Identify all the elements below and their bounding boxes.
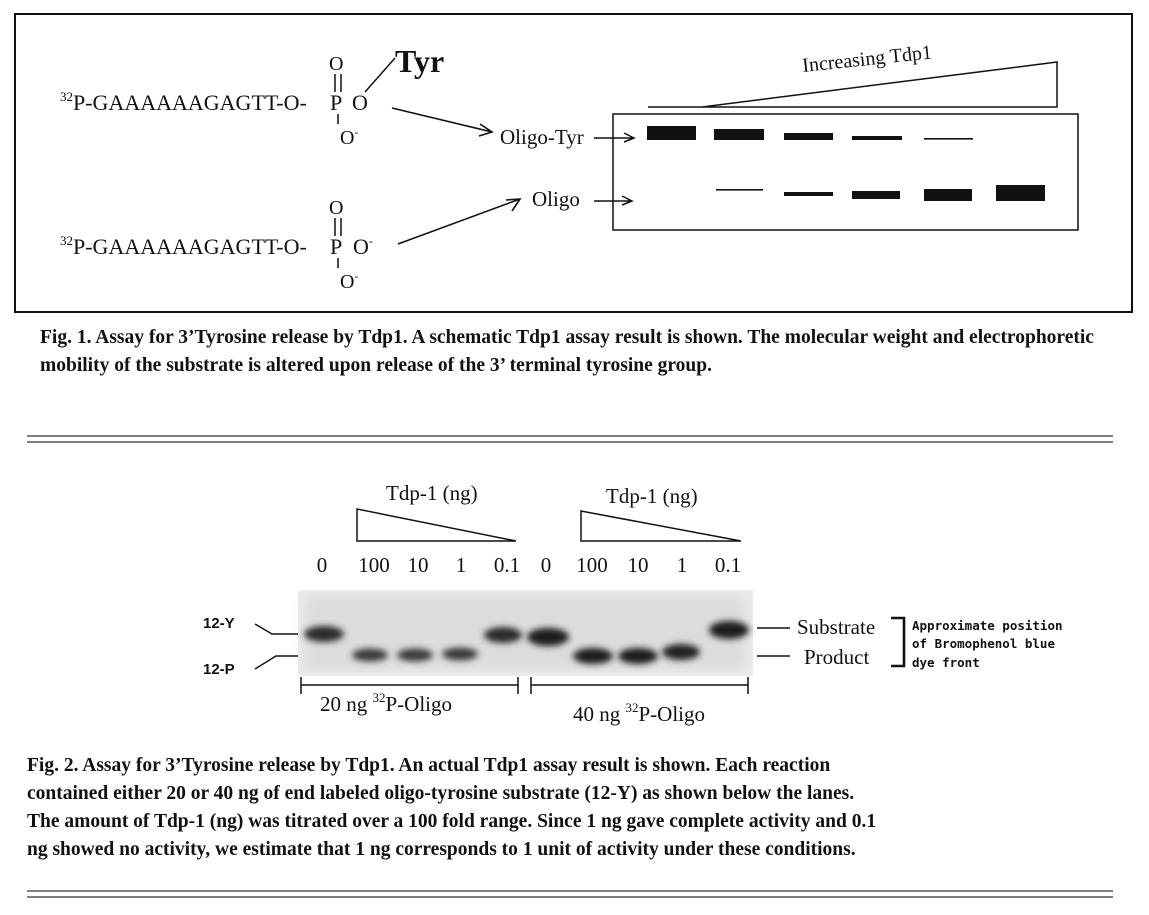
lane-label-left-5: 0.1 [494, 553, 520, 577]
fig2-caption-line-2: contained either 20 or 40 ng of end labe… [27, 783, 855, 804]
lane-label-left-1: 0 [317, 553, 328, 577]
product-arrow [397, 198, 522, 245]
lane-label-right-4: 1 [677, 553, 688, 577]
fig2-caption: Fig. 2. Assay for 3’Tyrosine release by … [27, 752, 1117, 864]
fig1-schematic: 32P-GAAAAAAGAGTT-O- P O O O- Tyr 32P-GAA… [60, 41, 1079, 293]
schematic-gel [612, 113, 1079, 231]
oligo-tyr-label-arrow [594, 132, 636, 143]
dye-front-note-line-1: Approximate position [912, 618, 1063, 633]
oligo-band-6 [996, 185, 1045, 201]
fig2-caption-line-4: ng showed no activity, we estimate that … [27, 839, 856, 860]
gel-band-substrate-lane-1 [304, 626, 344, 642]
substrate-label: Substrate [797, 615, 875, 639]
wedge-left [356, 508, 517, 542]
gel-band-product-lane-4 [442, 647, 478, 661]
lane-label-right-2: 100 [576, 553, 608, 577]
oligo-tyr-label: Oligo-Tyr [500, 125, 584, 149]
gel-band-substrate-lane-10 [709, 621, 749, 639]
dye-front-bracket [891, 616, 906, 668]
gel-band-product-lane-3 [397, 648, 433, 662]
fig2-caption-line-1: Fig. 2. Assay for 3’Tyrosine release by … [27, 755, 831, 776]
oligo-band-4 [852, 191, 900, 199]
group-label-right: 40 ng 32P-Oligo [573, 700, 705, 726]
lane-label-right-1: 0 [541, 553, 552, 577]
substrate-phosphorus: P [330, 90, 342, 115]
group-label-left: 20 ng 32P-Oligo [320, 690, 452, 716]
fig1-caption: Fig. 1. Assay for 3’Tyrosine release by … [40, 327, 1094, 376]
oligo-tyr-band-5 [924, 138, 973, 140]
substrate-arrow [391, 107, 494, 137]
substrate-oxygen-ester: O [352, 90, 368, 115]
label-12y: 12-Y [203, 615, 235, 632]
gel-band-product-lane-9 [662, 644, 700, 660]
tyr-label: Tyr [395, 43, 444, 79]
lane-label-right-3: 10 [628, 553, 649, 577]
oligo-band-3 [784, 192, 833, 196]
gel-band-substrate-lane-5 [484, 627, 522, 643]
fig2-figure: Tdp-1 (ng) Tdp-1 (ng) 0 100 10 1 0.1 0 1… [203, 481, 1063, 726]
gel-band-product-lane-8 [618, 648, 658, 664]
fig1-frame [14, 13, 1133, 313]
oligo-label: Oligo [532, 187, 580, 211]
substrate-oxygen-minus: O- [340, 125, 358, 149]
lane-label-left-2: 100 [358, 553, 390, 577]
lane-label-left-3: 10 [408, 553, 429, 577]
product-oxygen-double: O [329, 197, 343, 219]
wedge-right [580, 510, 742, 542]
substrate-sequence: 32P-GAAAAAAGAGTT-O- [60, 89, 307, 115]
tyr-bond [364, 57, 396, 93]
tdp-label-left: Tdp-1 (ng) [386, 481, 478, 505]
lane-label-right-5: 0.1 [715, 553, 741, 577]
group-bracket-left [300, 677, 519, 694]
oligo-band-5 [924, 189, 972, 201]
oligo-tyr-band-4 [852, 136, 902, 140]
group-bracket-right [530, 677, 749, 694]
increasing-label: Increasing Tdp1 [801, 41, 933, 76]
dye-front-note-line-2: of Bromophenol blue [912, 636, 1055, 651]
gel-band-product-lane-7 [573, 648, 613, 664]
lane-label-left-4: 1 [456, 553, 467, 577]
product-phosphorus: P [330, 234, 342, 259]
gel-band-product-lane-2 [352, 648, 388, 662]
tdp-label-right: Tdp-1 (ng) [606, 484, 698, 508]
oligo-tyr-band-2 [714, 129, 764, 140]
product-oxygen-right: O- [353, 234, 373, 259]
oligo-tyr-band-1 [647, 126, 696, 140]
oligo-tyr-band-3 [784, 133, 833, 140]
gel-band-substrate-lane-6 [527, 628, 569, 646]
pointer-12y [254, 623, 298, 635]
increasing-wedge [648, 61, 1058, 108]
oligo-band-2 [716, 189, 763, 191]
product-oxygen-minus: O- [340, 269, 358, 293]
substrate-oxygen-double: O [329, 53, 343, 75]
product-sequence: 32P-GAAAAAAGAGTT-O- [60, 233, 307, 259]
dye-front-note-line-3: dye front [912, 655, 980, 670]
pointer-12p [254, 655, 298, 670]
label-12p: 12-P [203, 661, 235, 678]
product-label: Product [804, 645, 869, 669]
fig2-caption-line-3: The amount of Tdp-1 (ng) was titrated ov… [27, 811, 877, 832]
gel-image [298, 590, 753, 676]
